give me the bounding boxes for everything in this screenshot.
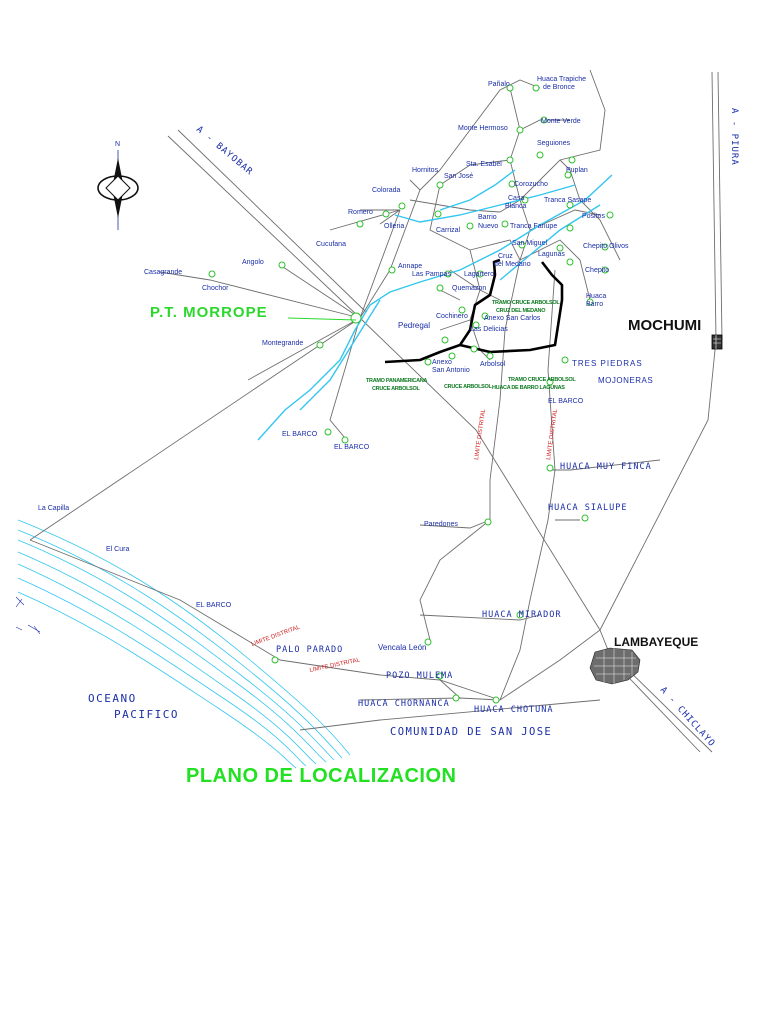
label-el-barco-ne: EL BARCO xyxy=(548,398,584,405)
label-corozucho: Corozucho xyxy=(514,181,548,188)
label-cruz-medano-1: Cruz xyxy=(498,253,513,260)
label-huaca-barro-2: Barro xyxy=(586,301,603,308)
label-chochor: Chochor xyxy=(202,285,229,292)
label-arbolsol: Arbolsol xyxy=(480,361,506,368)
label-el-cura: El Cura xyxy=(106,546,129,553)
label-huaca-sialupe: HUACA SIALUPE xyxy=(548,503,628,513)
label-el-barco-sw: EL BARCO xyxy=(196,602,232,609)
label-positos: Positos xyxy=(582,213,605,220)
north-arrow: N xyxy=(97,141,139,230)
label-lambayeque: LAMBAYEQUE xyxy=(614,635,698,649)
label-montegrande: Montegrande xyxy=(262,340,303,347)
tramo-labels: TRAMO CRUCE ARBOLSOL CRUZ DEL MEDANO TRA… xyxy=(366,300,577,392)
label-el-barco-w2: EL BARCO xyxy=(334,444,370,451)
label-las-pampas: Las Pampas xyxy=(412,271,451,278)
label-romero: Romero xyxy=(348,209,373,216)
label-tranca-sasape: Tranca Sasape xyxy=(544,197,591,204)
label-monte-verde: Monte Verde xyxy=(541,118,581,125)
label-quemazon: Quemazon xyxy=(452,285,486,292)
label-anexo-san-antonio-2: San Antonio xyxy=(432,367,470,374)
label-puplan: Puplan xyxy=(566,167,588,174)
label-palo-parado: PALO PARADO xyxy=(276,645,343,655)
mochumi-block xyxy=(711,334,723,350)
place-nodes xyxy=(208,84,614,704)
label-huaca-trapiche-2: de Bronce xyxy=(543,84,575,91)
label-monte-hermoso: Monte Hermoso xyxy=(458,125,508,132)
lambayeque-block xyxy=(589,647,641,685)
label-casagrande: Casagrande xyxy=(144,269,182,276)
west-edge-marks xyxy=(15,596,41,635)
district-limit-labels: LIMITE DISTRITAL LIMITE DISTRITAL LIMITE… xyxy=(251,408,560,674)
label-annape: Annape xyxy=(398,263,422,270)
label-pozo-mulema: POZO MULEMA xyxy=(386,671,453,681)
label-chepito-olivos: Chepito Olivos xyxy=(583,243,629,250)
label-las-delicias: Las Delicias xyxy=(470,326,508,333)
label-ocean-line2: PACIFICO xyxy=(114,708,179,721)
label-carrizal: Carrizal xyxy=(436,227,461,234)
morrope-leader-line xyxy=(287,317,357,321)
label-paredones: Paredones xyxy=(424,521,458,528)
label-vencala-leon: Vencala León xyxy=(378,643,427,652)
label-olleria: Olleria xyxy=(384,223,404,230)
label-morrope: P.T. MORROPE xyxy=(150,304,268,321)
map-title: PLANO DE LOCALIZACION xyxy=(186,765,457,787)
north-label: N xyxy=(115,141,120,148)
district-limit-2: LIMITE DISTRITAL xyxy=(546,408,559,460)
label-tres-piedras: TRES PIEDRAS xyxy=(572,359,643,368)
label-huaca-trapiche-1: Huaca Trapiche xyxy=(537,76,586,83)
label-san-jose: San José xyxy=(444,173,473,180)
tramo-route xyxy=(384,258,564,364)
label-barrio-nuevo-1: Barrio xyxy=(478,214,497,221)
label-pabellon: Pañalo xyxy=(488,81,510,88)
label-chepito: Chepito xyxy=(585,267,609,274)
label-lagartero: Lagartero xyxy=(464,271,494,278)
label-angolo: Angolo xyxy=(242,259,264,266)
tramo-3: CRUCE ARBOLSOL xyxy=(444,384,492,390)
label-huaca-chornanca: HUACA CHORNANCA xyxy=(358,699,450,709)
label-hornitos: Hornitos xyxy=(412,167,439,174)
tramo-1-line1: TRAMO CRUCE ARBOLSOL xyxy=(492,300,560,306)
label-huaca-chotuna: HUACA CHOTUNA xyxy=(474,705,554,715)
tramo-2-line1: TRAMO PANAMERICANA xyxy=(366,378,427,384)
label-barrio-nuevo-2: Nuevo xyxy=(478,223,498,230)
label-cucufana: Cucufana xyxy=(316,241,346,248)
label-cochinero: Cochinero xyxy=(436,313,468,320)
label-casa-blanca-2: Blanca xyxy=(505,203,527,210)
label-huaca-barro-1: Huaca xyxy=(586,293,606,300)
label-sta-isabel: Sta. Esabel xyxy=(466,161,502,168)
label-seguiones: Seguiones xyxy=(537,140,571,147)
label-casa-blanca-1: Casa xyxy=(508,195,524,202)
ocean-shoreline xyxy=(17,519,351,769)
label-cruz-medano-2: del Medano xyxy=(494,261,531,268)
label-lagunas: Lagunas xyxy=(538,251,565,258)
label-la-capilla: La Capilla xyxy=(38,505,69,512)
label-mojoneras: MOJONERAS xyxy=(598,376,653,385)
tramo-4-line2: HUACA DE BARRO LAGUNAS xyxy=(492,385,565,391)
river-network xyxy=(257,169,613,441)
label-anexo-san-antonio-1: Anexo xyxy=(432,359,452,366)
district-limit-1: LIMITE DISTRITAL xyxy=(474,408,487,460)
label-pedregal: Pedregal xyxy=(398,321,430,330)
label-community: COMUNIDAD DE SAN JOSE xyxy=(390,726,552,738)
label-tranca-fanupe: Tranca Fanupe xyxy=(510,223,557,230)
label-ocean-line1: OCEANO xyxy=(88,692,137,705)
tramo-1-line2: CRUZ DEL MEDANO xyxy=(496,308,546,314)
label-huaca-muy-finca: HUACA MUY FINCA xyxy=(560,462,652,472)
label-san-miguel: San Miguel xyxy=(512,240,547,247)
label-el-barco-w1: EL BARCO xyxy=(282,431,318,438)
label-mochumi: MOCHUMI xyxy=(628,317,701,334)
label-huaca-mirador: HUACA MIRADOR xyxy=(482,610,562,620)
label-anexo-san-carlos: Anexo San Carlos xyxy=(484,315,541,322)
label-colorada: Colorada xyxy=(372,187,401,194)
tramo-2-line2: CRUCE ARBOLSOL xyxy=(372,386,420,392)
label-highway-piura: A - PIURA xyxy=(729,108,739,166)
tramo-4-line1: TRAMO CRUCE ARBOLSOL xyxy=(508,377,576,383)
place-labels: Pañalo Huaca Trapiche de Bronce Monte He… xyxy=(38,76,653,715)
